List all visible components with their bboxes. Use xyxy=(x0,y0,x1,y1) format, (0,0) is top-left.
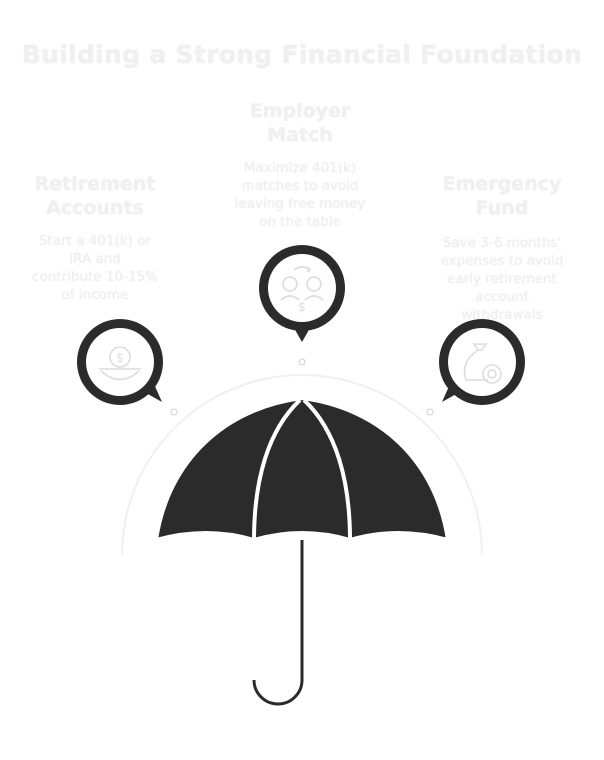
retirement-accounts-description: Start a 401(k) or IRA and contribute 10-… xyxy=(32,233,158,303)
umbrella-handle xyxy=(252,540,304,706)
employer-match-heading: Employer Match xyxy=(249,100,351,146)
people-dollar-icon: $ xyxy=(280,266,324,314)
page-title: Building a Strong Financial Foundation xyxy=(21,40,583,69)
umbrella xyxy=(153,395,451,706)
svg-text:$: $ xyxy=(116,351,124,365)
arc-dot-left xyxy=(170,408,178,416)
umbrella-rib-right xyxy=(302,398,352,541)
svg-text:$: $ xyxy=(298,300,306,314)
connector-arc xyxy=(121,374,483,556)
employer-match-pin: $ xyxy=(259,245,345,342)
emergency-fund-description: Save 3-6 months' expenses to avoid early… xyxy=(440,235,564,323)
retirement-accounts-heading: Retirement Accounts xyxy=(34,173,156,219)
umbrella-canopy xyxy=(153,395,451,543)
emergency-fund-heading: Emergency Fund xyxy=(442,173,562,219)
money-bag-coin-icon xyxy=(463,343,502,384)
arc-dot-right xyxy=(426,408,434,416)
employer-match-description: Maximize 401(k) matches to avoid leaving… xyxy=(234,160,366,230)
umbrella-rib-left xyxy=(252,398,302,541)
arc-dot-center xyxy=(298,358,306,366)
money-bowl-icon: $ xyxy=(99,346,141,381)
emergency-fund-pin xyxy=(439,319,525,405)
retirement-accounts-pin: $ xyxy=(77,319,163,405)
